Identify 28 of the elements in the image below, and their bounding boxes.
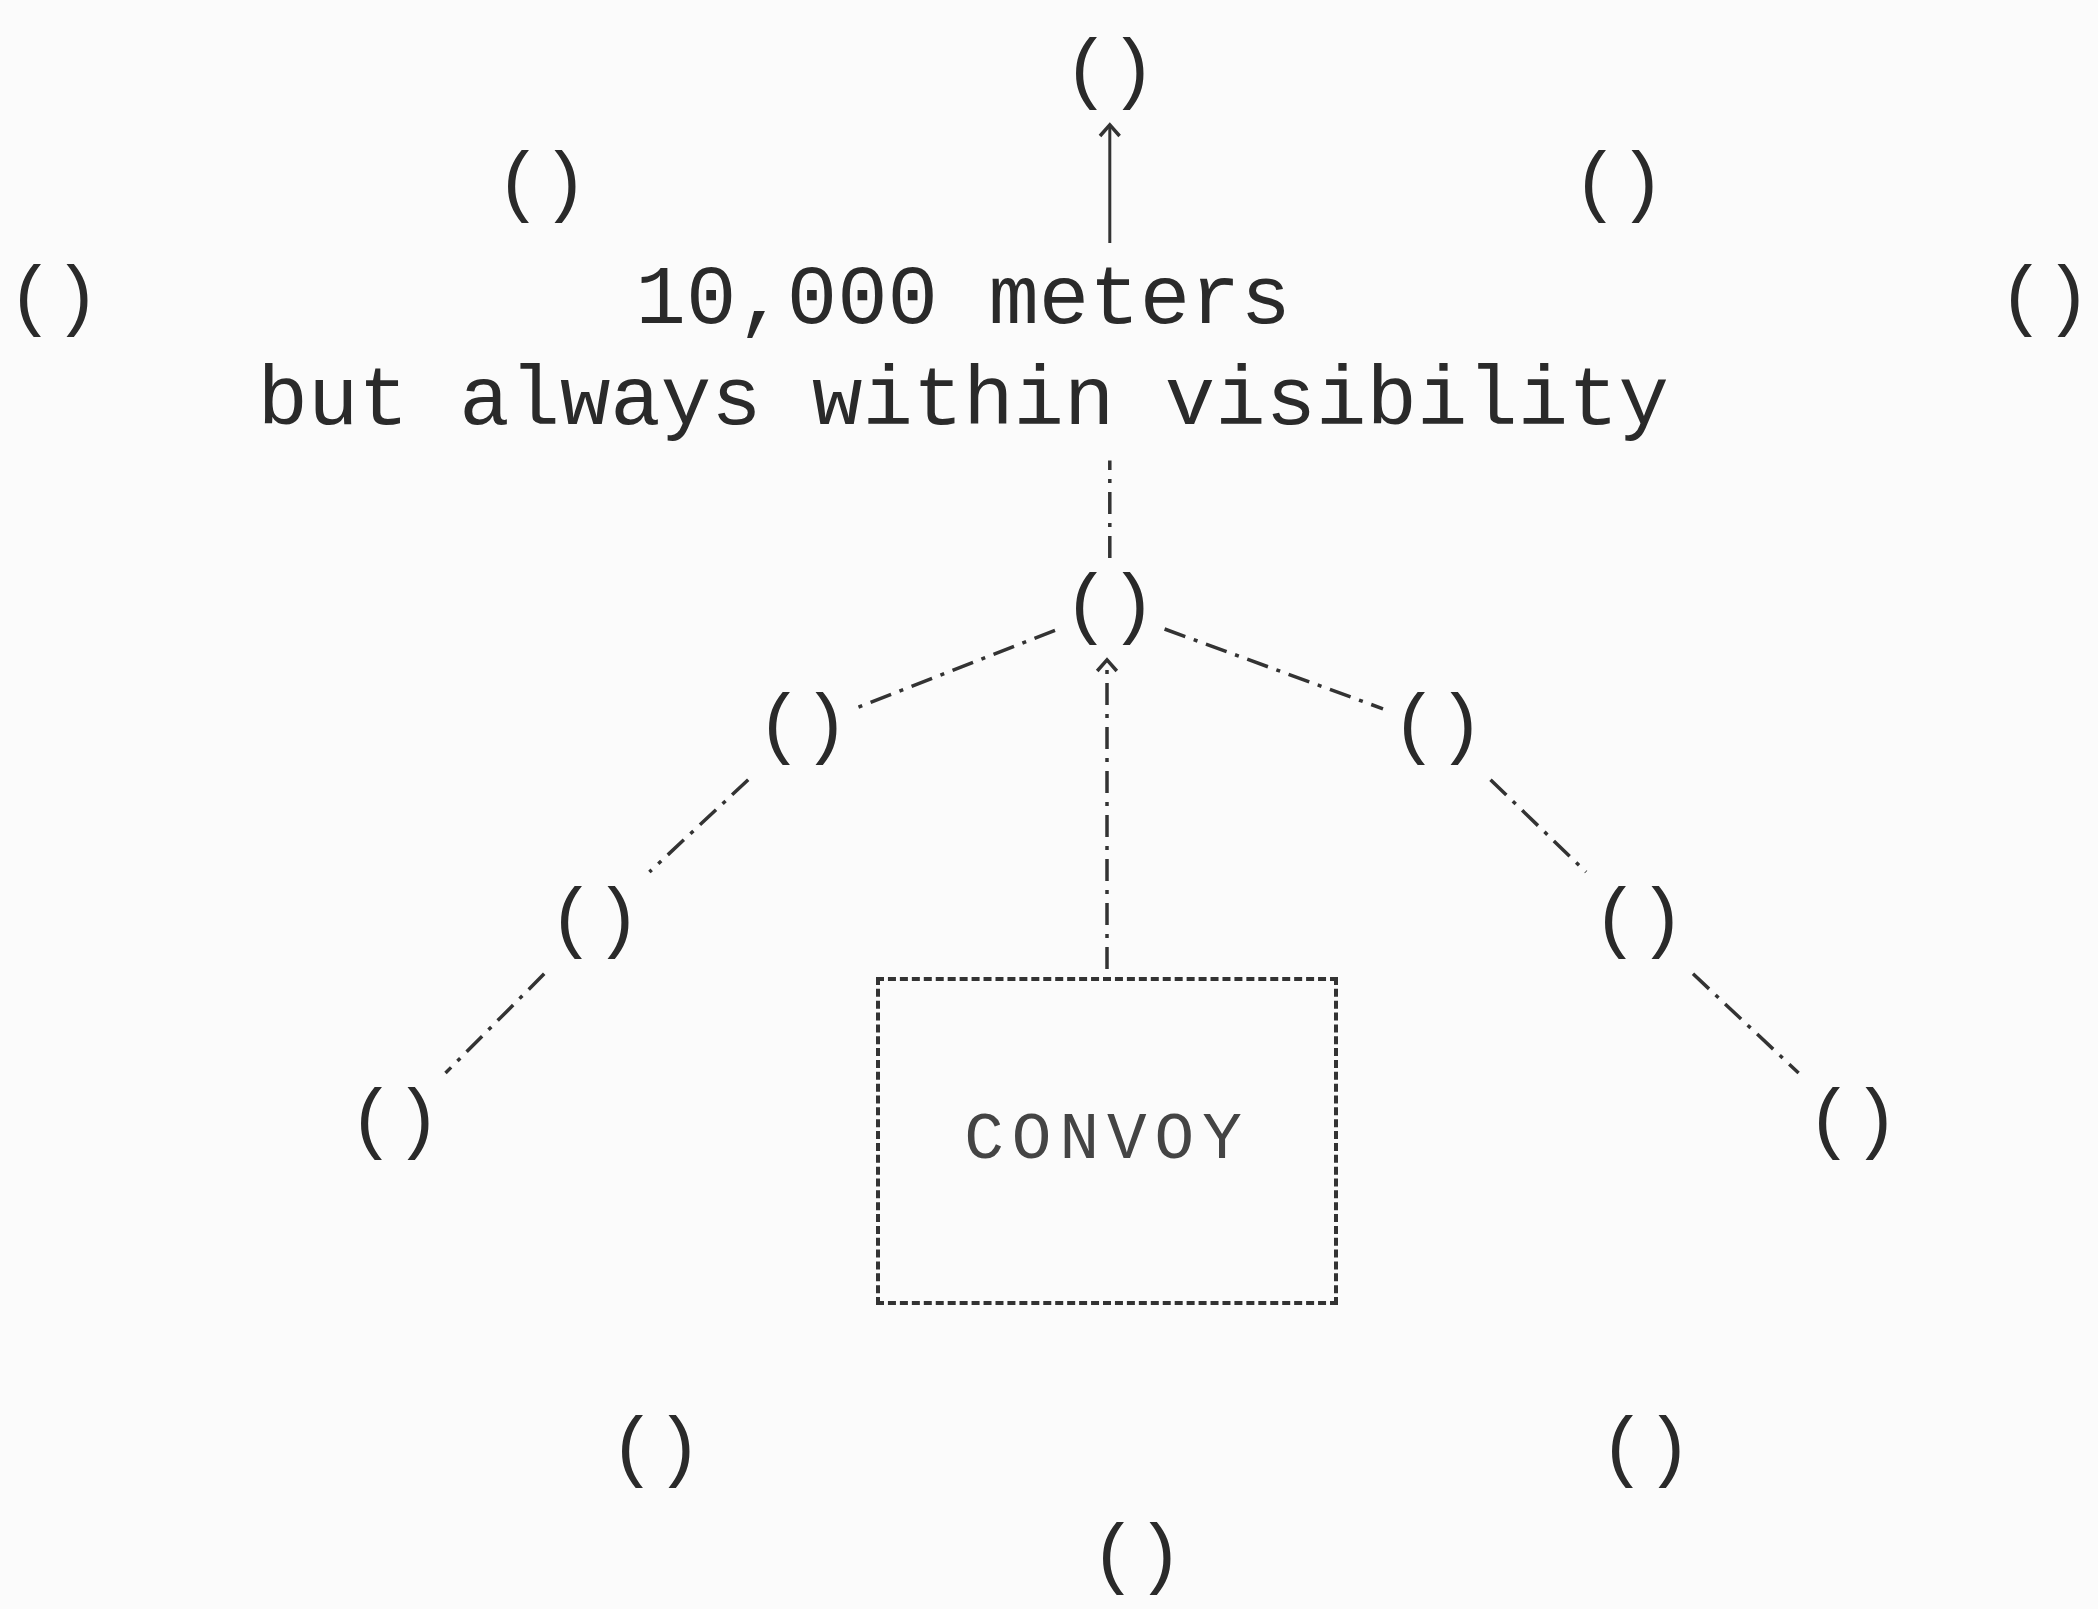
ship-marker: () (1592, 880, 1686, 966)
ship-marker: () (495, 144, 589, 230)
connector-line (1489, 778, 1588, 874)
ship-marker: () (609, 1409, 703, 1495)
ship-marker: () (1391, 686, 1485, 772)
convoy-box (876, 977, 1338, 1305)
connector-line (1108, 460, 1112, 558)
connector-line (856, 628, 1056, 710)
ship-marker: () (548, 880, 642, 966)
distance-note: but always within visibility (257, 352, 1669, 451)
convoy-label: CONVOY (964, 1104, 1250, 1178)
ship-marker: () (1998, 258, 2092, 344)
arrow (1095, 658, 1119, 969)
distance-note: 10,000 meters (634, 252, 1292, 350)
ship-marker: () (1572, 144, 1666, 230)
ship-marker: () (1063, 566, 1157, 652)
ship-marker: () (1806, 1081, 1900, 1167)
ship-marker: () (1090, 1516, 1184, 1602)
ship-marker: () (348, 1081, 442, 1167)
ship-marker: () (7, 258, 101, 344)
arrow (1098, 123, 1122, 243)
ship-marker: () (1063, 31, 1157, 117)
ship-marker: () (1599, 1409, 1693, 1495)
connector-line (648, 778, 750, 874)
ship-marker: () (756, 686, 850, 772)
connector-line (444, 972, 546, 1075)
connector-line (1691, 972, 1800, 1075)
connector-line (1164, 627, 1384, 711)
